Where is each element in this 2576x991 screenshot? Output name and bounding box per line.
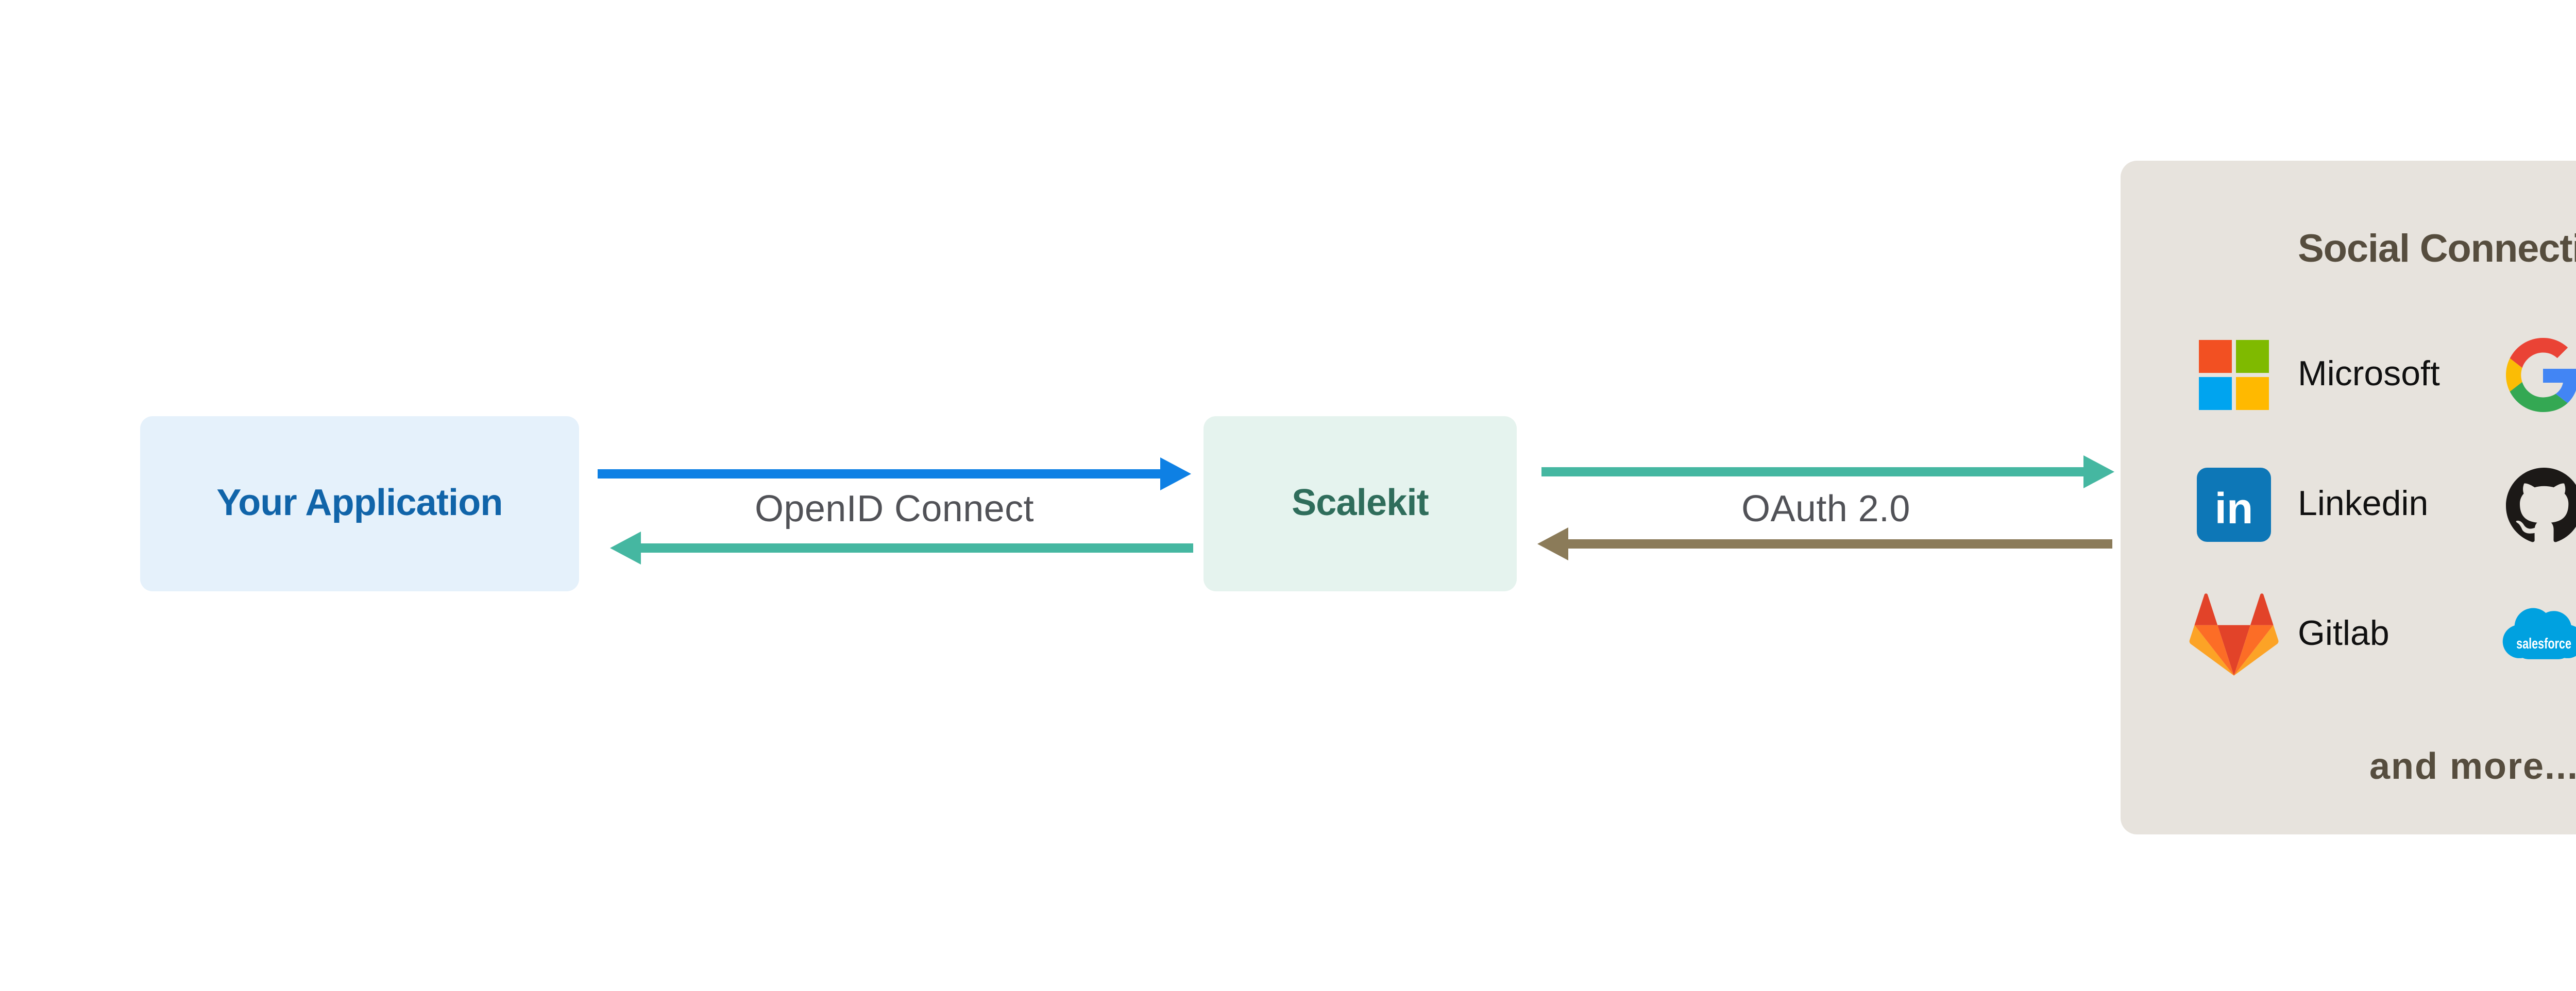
arrowhead-right-icon <box>1160 457 1191 490</box>
google-icon <box>2496 334 2576 416</box>
node-scalekit-label: Scalekit <box>1292 482 1429 523</box>
providers-grid: Microsoft Google <box>2187 334 2576 676</box>
salesforce-cloud <box>2502 607 2576 658</box>
provider-item-google: Google <box>2496 334 2576 416</box>
gitlab-icon <box>2187 593 2281 676</box>
provider-label: Gitlab <box>2298 614 2389 653</box>
salesforce-icon: salesforce <box>2496 593 2576 676</box>
node-your-application-label: Your Application <box>216 482 503 523</box>
github-icon <box>2496 464 2576 546</box>
linkedin-icon: in <box>2187 464 2281 546</box>
microsoft-icon <box>2187 334 2281 416</box>
provider-item-linkedin: in Linkedin <box>2187 464 2496 546</box>
connection-label-openid: OpenID Connect <box>755 488 1034 529</box>
svg-text:salesforce: salesforce <box>2516 635 2571 651</box>
svg-text:in: in <box>2215 484 2253 533</box>
panel-title: Social Connections <box>2298 229 2576 272</box>
arrow-oauth-forward <box>1541 455 2114 488</box>
arrowhead-right-icon <box>2083 455 2114 488</box>
provider-item-gitlab: Gitlab <box>2187 593 2496 676</box>
panel-footer-text: and more... <box>2369 746 2576 787</box>
node-your-application: Your Application <box>140 416 579 591</box>
provider-item-github: Github <box>2496 464 2576 546</box>
arrowhead-left-icon <box>1537 527 1568 560</box>
arrow-openid-forward <box>598 457 1191 490</box>
connection-label-oauth: OAuth 2.0 <box>1741 488 1910 529</box>
arrow-openid-return <box>610 532 1193 565</box>
provider-label: Microsoft <box>2298 354 2440 394</box>
node-scalekit: Scalekit <box>1204 416 1517 591</box>
provider-item-microsoft: Microsoft <box>2187 334 2496 416</box>
social-connections-panel: Social Connections Microsoft <box>2121 161 2576 834</box>
arrow-oauth-return <box>1537 527 2112 560</box>
provider-label: Linkedin <box>2298 484 2429 523</box>
provider-item-salesforce: salesforce Salesforce <box>2496 593 2576 676</box>
arrowhead-left-icon <box>610 532 641 565</box>
